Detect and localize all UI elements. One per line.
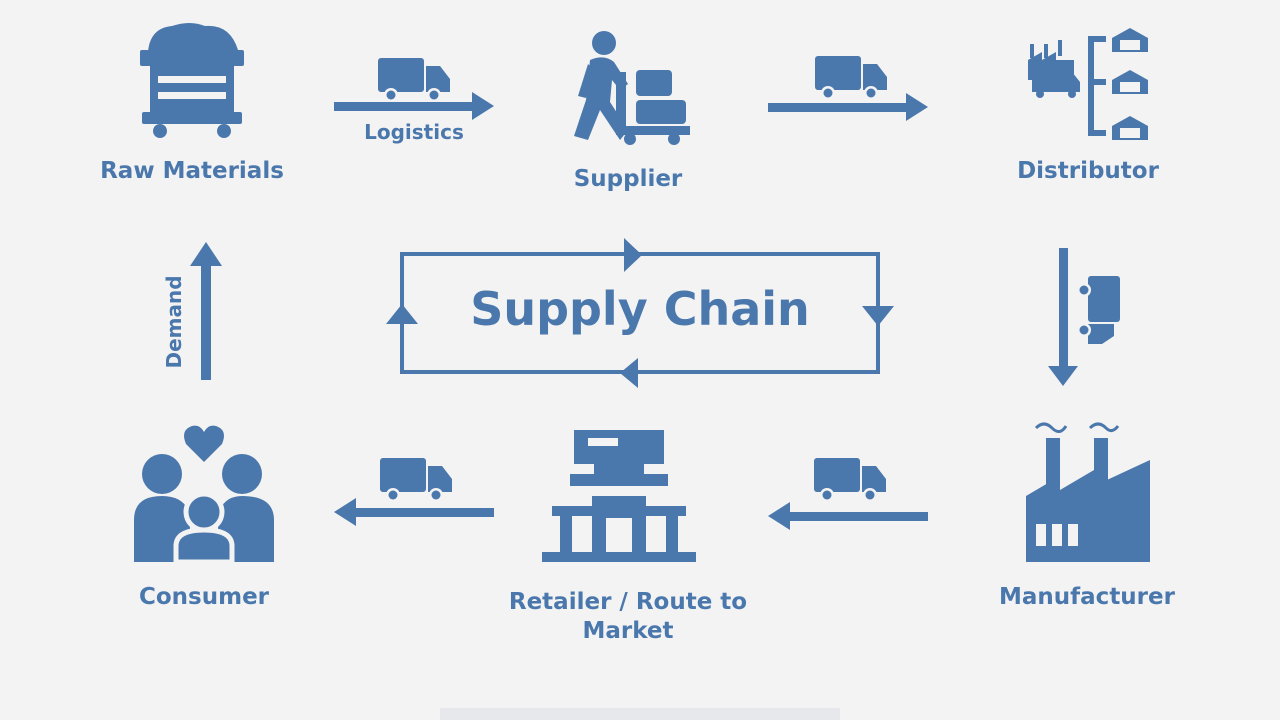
manufacturer-retailer-arrow bbox=[768, 502, 928, 530]
supply-chain-cycle-box bbox=[386, 238, 894, 388]
demand-label: Demand bbox=[162, 275, 186, 369]
cycle-arrow-left bbox=[620, 358, 638, 388]
retailer-consumer-arrow bbox=[334, 498, 494, 526]
logistics-label: Logistics bbox=[364, 120, 464, 144]
family-heart-icon bbox=[134, 425, 274, 565]
cycle-arrow-right bbox=[624, 238, 642, 272]
logistics-arrow bbox=[334, 92, 494, 120]
truck-icon bbox=[815, 56, 887, 100]
supplier-label: Supplier bbox=[573, 166, 683, 192]
truck-icon bbox=[814, 458, 886, 502]
retailer-label: Retailer / Route to Market bbox=[508, 589, 748, 644]
distributor-manufacturer-arrow bbox=[1048, 248, 1078, 386]
truck-icon bbox=[1077, 276, 1120, 344]
distributor-label: Distributor bbox=[1017, 158, 1159, 184]
factory-icon bbox=[1026, 422, 1150, 562]
truck-icon bbox=[378, 58, 450, 102]
worker-hand-truck-icon bbox=[574, 31, 690, 145]
cycle-arrow-up bbox=[386, 304, 418, 324]
mining-cart-icon bbox=[140, 23, 244, 138]
truck-icon bbox=[380, 458, 452, 502]
consumer-label: Consumer bbox=[138, 584, 270, 610]
raw-materials-label: Raw Materials bbox=[100, 158, 284, 184]
supplier-distributor-arrow bbox=[768, 93, 928, 121]
manufacturer-label: Manufacturer bbox=[999, 584, 1175, 610]
bottom-strip bbox=[440, 708, 840, 720]
diagram-title: Supply Chain bbox=[470, 282, 810, 336]
store-icon bbox=[542, 430, 696, 562]
warehouse-network-icon bbox=[1028, 28, 1148, 140]
cycle-arrow-down bbox=[862, 306, 894, 326]
demand-arrow bbox=[190, 242, 222, 380]
